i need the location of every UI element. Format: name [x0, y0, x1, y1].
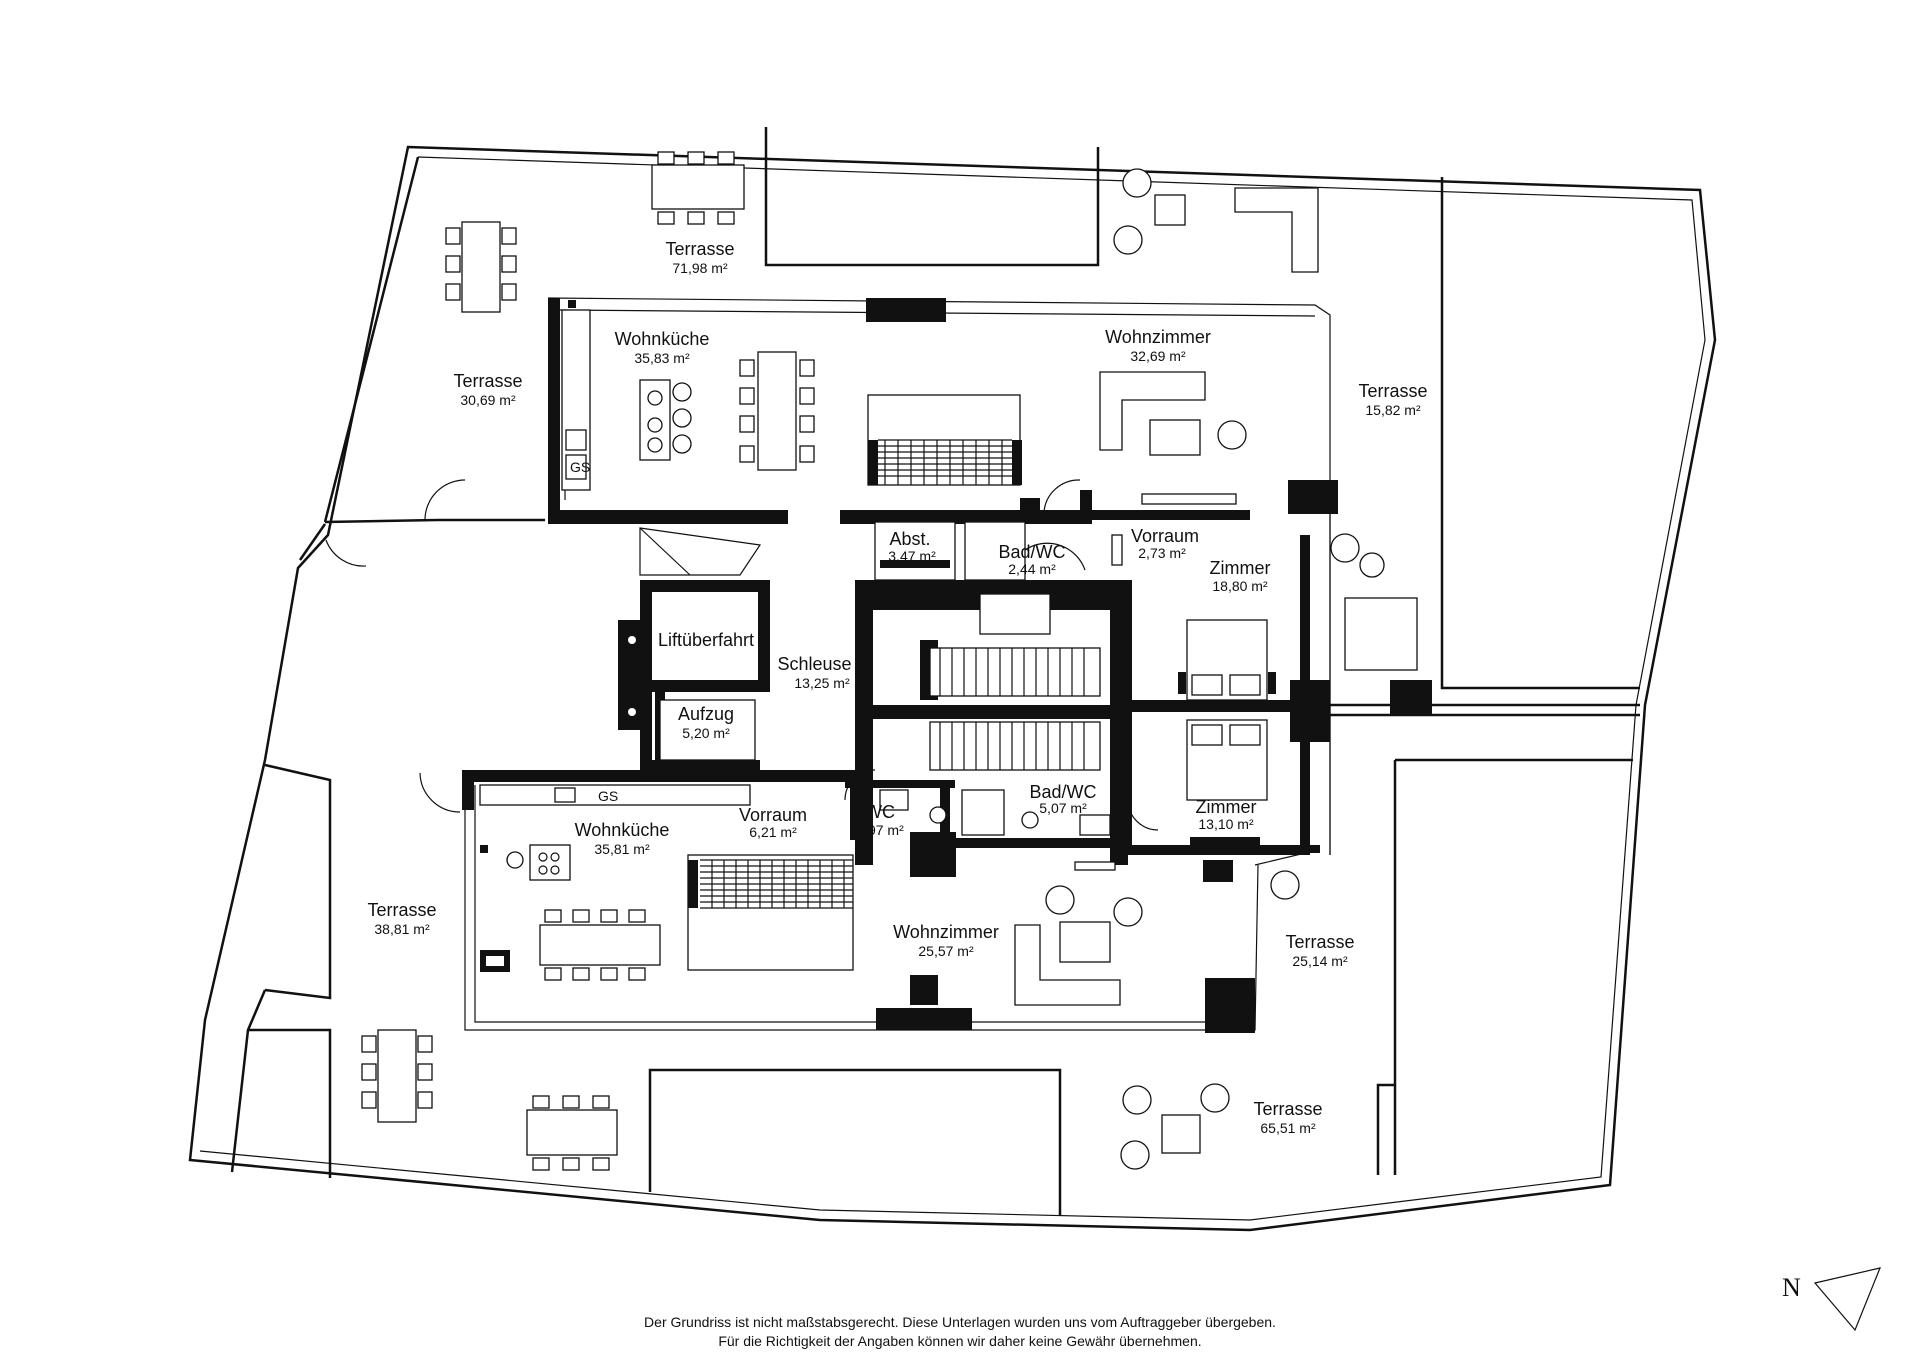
vorraum-top-name: Vorraum: [1131, 526, 1199, 546]
wc-area: 2,97 m²: [856, 822, 904, 838]
terrace-furniture: [361, 151, 1418, 1171]
terrasse-bottom-name: Terrasse: [1253, 1099, 1322, 1119]
aufzug-name: Aufzug: [678, 704, 734, 724]
gs-label-bottom: GS: [598, 788, 618, 804]
dining-table-top: [739, 351, 815, 471]
outer-boundary-inner: [199, 156, 1706, 1221]
zimmer-top-name: Zimmer: [1210, 558, 1271, 578]
vorraum-bottom-name: Vorraum: [739, 805, 807, 825]
zimmer-bottom-name: Zimmer: [1196, 797, 1257, 817]
kitchen-island-bottom: [506, 844, 571, 881]
room-labels: Terrasse 71,98 m² Terrasse 30,69 m² Wohn…: [367, 239, 1427, 1136]
terrasse-top-area: 71,98 m²: [672, 260, 728, 276]
zimmer-bottom-area: 13,10 m²: [1198, 816, 1254, 832]
wohnkueche-top-name: Wohnküche: [615, 329, 710, 349]
wohnzimmer-bottom-area: 25,57 m²: [918, 943, 974, 959]
oven-bottom: [480, 950, 510, 972]
north-arrow-icon: [1813, 1267, 1881, 1332]
sofa-top: [1099, 371, 1247, 505]
terrasse-right-top-name: Terrasse: [1358, 381, 1427, 401]
terrasse-left-bottom-name: Terrasse: [367, 900, 436, 920]
kitchen-island-top: [639, 379, 692, 461]
wohnkueche-bottom-name: Wohnküche: [575, 820, 670, 840]
liftueberfahrt-name: Liftüberfahrt: [658, 630, 754, 650]
badwc-bottom-area: 5,07 m²: [1039, 800, 1087, 816]
lift-details: [628, 527, 762, 761]
schleuse-area: 13,25 m²: [794, 675, 850, 691]
wohnkueche-top-area: 35,83 m²: [634, 350, 690, 366]
schleuse-name: Schleuse 1: [777, 654, 866, 674]
wohnzimmer-top-name: Wohnzimmer: [1105, 327, 1211, 347]
terrasse-left-bottom-area: 38,81 m²: [374, 921, 430, 937]
bed-top: [1178, 619, 1276, 701]
outer-boundary: [188, 145, 1717, 1232]
badwc-top-area: 2,44 m²: [1008, 561, 1056, 577]
zimmer-top-area: 18,80 m²: [1212, 578, 1268, 594]
core-stairs: [929, 593, 1101, 771]
aufzug-area: 5,20 m²: [682, 725, 730, 741]
bathrooms-bottom: [844, 769, 1159, 836]
wc-name: WC: [865, 802, 895, 822]
north-arrow: N: [1782, 1267, 1881, 1332]
lower-walls: [462, 770, 1320, 1033]
terrace-dividers: [230, 127, 1640, 1215]
wohnzimmer-top-area: 32,69 m²: [1130, 348, 1186, 364]
kitchen-counter-top: GS: [561, 300, 591, 491]
disclaimer: Der Grundriss ist nicht maßstabsgerecht.…: [644, 1314, 1276, 1349]
terrasse-right-bottom-name: Terrasse: [1285, 932, 1354, 952]
badwc-bottom-name: Bad/WC: [1029, 782, 1096, 802]
vorraum-top-area: 2,73 m²: [1138, 545, 1186, 561]
bed-bottom: [1186, 719, 1268, 845]
stairs-top-treads: [878, 439, 1012, 485]
stairs-bottom: [687, 854, 854, 971]
north-label: N: [1782, 1273, 1801, 1302]
abst-name: Abst.: [889, 529, 930, 549]
terrace-doors: [325, 479, 466, 813]
sofa-bottom: [1014, 861, 1143, 1006]
dining-table-bottom: [539, 909, 661, 981]
terrasse-right-top-area: 15,82 m²: [1365, 402, 1421, 418]
vorraum-bottom-area: 6,21 m²: [749, 824, 797, 840]
gs-label-top: GS: [570, 459, 590, 475]
upper-small-rooms: [874, 479, 1123, 581]
kitchen-counter-bottom: GS: [479, 784, 751, 853]
wohnkueche-bottom-area: 35,81 m²: [594, 841, 650, 857]
lower-outline: [464, 785, 1319, 1031]
wohnzimmer-bottom-name: Wohnzimmer: [893, 922, 999, 942]
terrasse-right-bottom-area: 25,14 m²: [1292, 953, 1348, 969]
terrasse-top-name: Terrasse: [665, 239, 734, 259]
disclaimer-line-2: Für die Richtigkeit der Angaben können w…: [718, 1333, 1201, 1349]
terrasse-left-top-name: Terrasse: [453, 371, 522, 391]
abst-area: 3,47 m²: [888, 548, 936, 564]
disclaimer-line-1: Der Grundriss ist nicht maßstabsgerecht.…: [644, 1314, 1276, 1330]
terrasse-bottom-area: 65,51 m²: [1260, 1120, 1316, 1136]
lift-walls: [618, 580, 770, 770]
terrasse-left-top-area: 30,69 m²: [460, 392, 516, 408]
badwc-top-name: Bad/WC: [998, 542, 1065, 562]
